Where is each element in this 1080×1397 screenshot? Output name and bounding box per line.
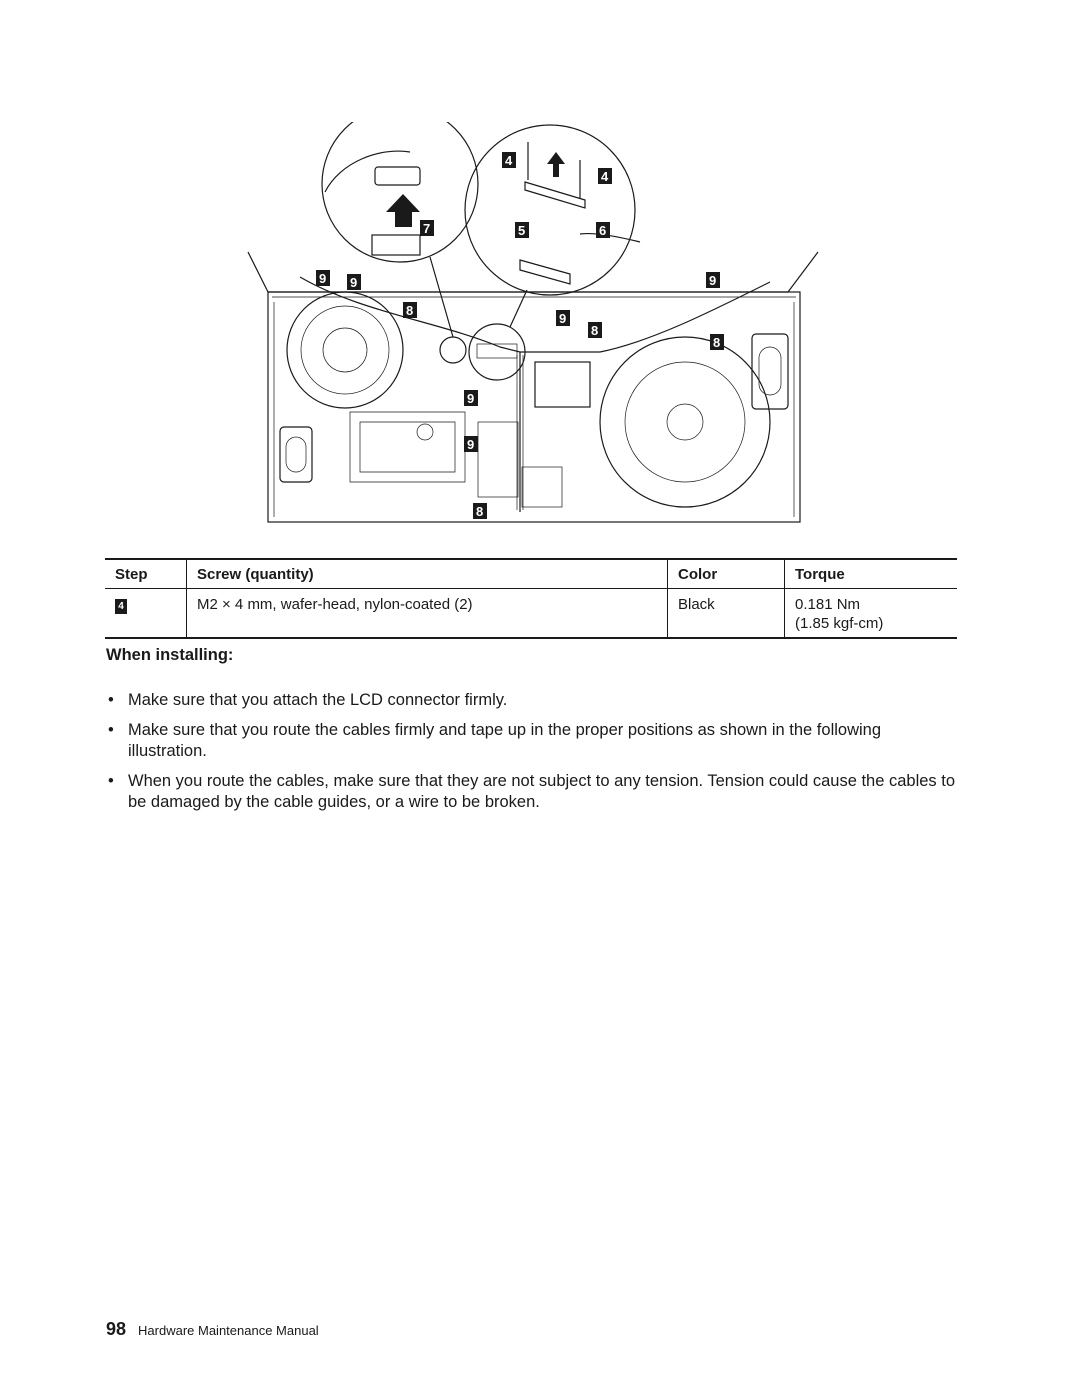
cell-step: 4 [105, 588, 187, 639]
svg-text:8: 8 [476, 504, 483, 519]
callout-9b: 9 [347, 274, 361, 290]
callout-9c: 9 [556, 310, 570, 326]
screw-spec-table: Step Screw (quantity) Color Torque 4 M2 … [105, 558, 957, 639]
illustration-drawing: 4 4 5 6 7 9 9 8 9 8 9 8 9 9 8 [247, 122, 819, 523]
svg-text:9: 9 [319, 271, 326, 286]
cell-color: Black [667, 588, 785, 639]
manual-title: Hardware Maintenance Manual [138, 1323, 319, 1338]
cable-route-left [299, 276, 521, 512]
chassis-body [267, 291, 801, 523]
left-speaker [279, 426, 313, 483]
svg-text:9: 9 [350, 275, 357, 290]
svg-text:9: 9 [467, 437, 474, 452]
cable-route-right [520, 281, 771, 353]
up-arrow-icon [386, 194, 420, 227]
table-header-row: Step Screw (quantity) Color Torque [105, 558, 957, 589]
callout-8a: 8 [403, 302, 417, 318]
callout-9e: 9 [464, 390, 478, 406]
torque-nm: 0.181 Nm [795, 596, 861, 613]
page-number: 98 [106, 1319, 127, 1339]
list-item: When you route the cables, make sure tha… [106, 771, 956, 813]
svg-text:8: 8 [406, 303, 413, 318]
callout-4a: 4 [502, 152, 516, 168]
svg-text:8: 8 [713, 335, 720, 350]
callout-8b: 8 [588, 322, 602, 338]
callout-8d: 8 [473, 503, 487, 519]
list-item: Make sure that you attach the LCD connec… [106, 690, 956, 711]
torque-kgf: (1.85 kgf-cm) [795, 615, 884, 632]
lcd-connector-illustration: 4 4 5 6 7 9 9 8 9 8 9 8 9 9 8 [240, 122, 820, 542]
svg-text:4: 4 [601, 169, 609, 184]
fan [286, 291, 404, 409]
svg-text:9: 9 [559, 311, 566, 326]
svg-text:5: 5 [518, 223, 525, 238]
callout-7: 7 [420, 220, 434, 236]
svg-text:7: 7 [423, 221, 430, 236]
cell-screw: M2 × 4 mm, wafer-head, nylon-coated (2) [186, 588, 668, 639]
callout-9a: 9 [316, 270, 330, 286]
cell-torque: 0.181 Nm (1.85 kgf-cm) [784, 588, 957, 639]
svg-text:4: 4 [505, 153, 513, 168]
callout-9f: 9 [464, 436, 478, 452]
callout-6: 6 [596, 222, 610, 238]
header-screw: Screw (quantity) [186, 558, 668, 589]
bracket [524, 181, 586, 209]
header-step: Step [105, 558, 187, 589]
svg-text:9: 9 [467, 391, 474, 406]
connector-detail-small [439, 336, 467, 364]
list-item: Make sure that you route the cables firm… [106, 720, 956, 762]
svg-text:9: 9 [709, 273, 716, 288]
callout-9d: 9 [706, 272, 720, 288]
magnify-bracket [464, 124, 636, 296]
right-speaker [751, 333, 789, 410]
step-badge: 4 [115, 599, 127, 614]
vent-disc [599, 336, 771, 508]
table-row: 4 M2 × 4 mm, wafer-head, nylon-coated (2… [105, 588, 957, 639]
callout-4b: 4 [598, 168, 612, 184]
instruction-list: Make sure that you attach the LCD connec… [106, 690, 956, 822]
svg-text:6: 6 [599, 223, 606, 238]
connector-detail-circle [468, 323, 526, 381]
callout-5: 5 [515, 222, 529, 238]
section-heading: When installing: [106, 646, 234, 664]
up-arrow-icon-2 [547, 152, 565, 177]
magnify-connector [321, 122, 479, 263]
callout-8c: 8 [710, 334, 724, 350]
wireless-card [534, 361, 591, 408]
page-footer: 98 Hardware Maintenance Manual [106, 1319, 319, 1340]
svg-text:8: 8 [591, 323, 598, 338]
header-color: Color [667, 558, 785, 589]
chassis-top-edge [247, 251, 819, 293]
header-torque: Torque [784, 558, 957, 589]
